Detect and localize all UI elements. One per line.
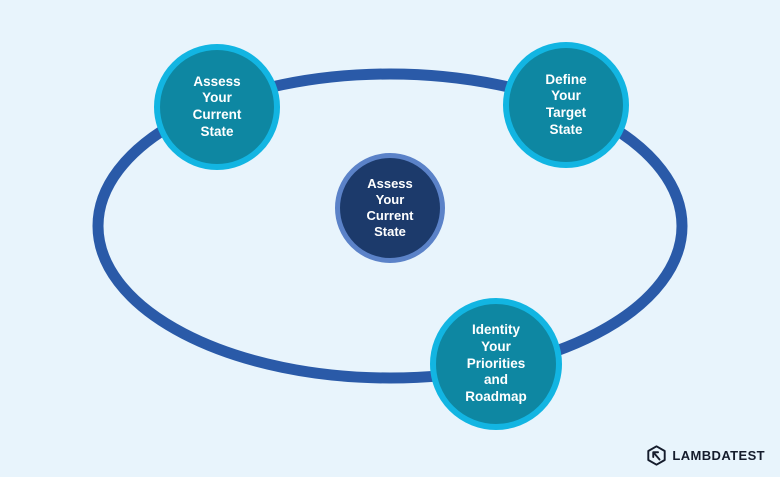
node-assess-current-state-label: Assess Your Current State xyxy=(192,73,242,139)
node-center-assess-current-state-label: Assess Your Current State xyxy=(366,175,414,240)
lambdatest-logo-icon xyxy=(647,445,667,466)
lambdatest-logo-text: LAMBDATEST xyxy=(672,448,765,463)
lambdatest-logo: LAMBDATEST xyxy=(646,445,765,466)
cycle-ring-ellipse xyxy=(92,68,688,384)
node-identity-priorities-roadmap: Identity Your Priorities and Roadmap xyxy=(430,298,562,430)
node-identity-priorities-roadmap-label: Identity Your Priorities and Roadmap xyxy=(465,322,527,405)
node-define-target-state-label: Define Your Target State xyxy=(545,71,587,137)
node-assess-current-state: Assess Your Current State xyxy=(154,44,280,170)
node-define-target-state: Define Your Target State xyxy=(503,42,629,168)
node-center-assess-current-state: Assess Your Current State xyxy=(335,153,445,263)
